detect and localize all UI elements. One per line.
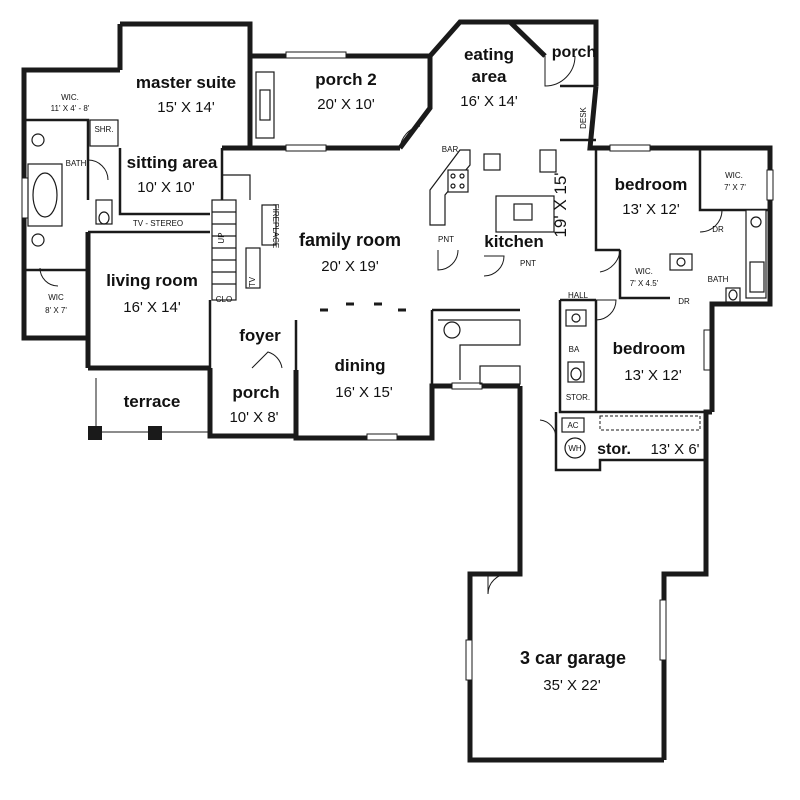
opening-markers	[320, 302, 406, 312]
door-swings	[39, 55, 723, 595]
master-suite-name: master suite	[136, 73, 236, 92]
kitchen-name: kitchen	[484, 232, 544, 251]
bedroom1-dims: 13' X 12'	[622, 201, 680, 218]
eating-area-name-2: area	[472, 67, 508, 86]
storage-dims: 13' X 6'	[650, 441, 699, 458]
living-room-name: living room	[106, 271, 198, 290]
bar-label: BAR	[442, 145, 459, 154]
ac-label: AC	[567, 421, 578, 430]
porch-top-name: porch	[552, 44, 596, 61]
garage-dims: 35' X 22'	[543, 677, 601, 694]
pantry2-label: PNT	[520, 259, 536, 268]
wic-master-dims: 11' X 4' - 8'	[51, 104, 90, 113]
garage-name: 3 car garage	[520, 648, 626, 668]
small-annotations: WIC. 11' X 4' - 8' SHR. BATH WIC 8' X 7'…	[45, 93, 746, 453]
water-heater-label: WH	[568, 444, 582, 453]
room-labels: master suite 15' X 14' porch 2 20' X 10'…	[106, 44, 699, 694]
wic-bed1-dims: 7' X 7'	[724, 183, 746, 192]
kitchen-dims: 19' X 15'	[551, 172, 570, 237]
tv-label: TV	[248, 276, 257, 287]
tv-stereo-label: TV - STEREO	[133, 219, 183, 228]
family-room-name: family room	[299, 230, 401, 250]
closet-label: CLO	[216, 295, 232, 304]
wic-lower-label: WIC	[48, 293, 64, 302]
wic-bed2-dims: 7' X 4.5'	[630, 279, 659, 288]
living-room-dims: 16' X 14'	[123, 299, 181, 316]
terrace-name: terrace	[124, 392, 181, 411]
eating-area-dims: 16' X 14'	[460, 93, 518, 110]
hall-bath-label: BA	[569, 345, 580, 354]
wic-bed2-label: WIC.	[635, 267, 653, 276]
hall-label: HALL	[568, 291, 589, 300]
storage-name: stor.	[597, 441, 631, 458]
dressing1-label: DR	[712, 225, 724, 234]
porch2-dims: 20' X 10'	[317, 96, 375, 113]
staircase	[211, 174, 251, 301]
dining-name: dining	[335, 356, 386, 375]
dressing2-label: DR	[678, 297, 690, 306]
terrace-outline	[88, 378, 210, 440]
eating-area-name-1: eating	[464, 45, 514, 64]
windows	[21, 51, 774, 681]
small-storage-label: STOR.	[566, 393, 590, 402]
foyer-name: foyer	[239, 326, 281, 345]
master-bath-label: BATH	[66, 159, 87, 168]
family-room-dims: 20' X 19'	[321, 258, 379, 275]
fixtures	[27, 71, 767, 459]
porch-front-name: porch	[232, 383, 279, 402]
bed-bath-label: BATH	[708, 275, 729, 284]
bedroom2-dims: 13' X 12'	[624, 367, 682, 384]
dining-dims: 16' X 15'	[335, 384, 393, 401]
porch-front-dims: 10' X 8'	[229, 409, 278, 426]
bedroom2-name: bedroom	[613, 339, 686, 358]
master-suite-dims: 15' X 14'	[157, 99, 215, 116]
stairs-up-label: UP	[217, 232, 226, 243]
exterior-walls	[21, 19, 773, 763]
desk-label: DESK	[579, 106, 588, 128]
pantry1-label: PNT	[438, 235, 454, 244]
wic-lower-dims: 8' X 7'	[45, 306, 67, 315]
porch2-name: porch 2	[315, 70, 376, 89]
bedroom1-name: bedroom	[615, 175, 688, 194]
fireplace-label: FIREPLACE	[271, 204, 280, 248]
wic-bed1-label: WIC.	[725, 171, 743, 180]
wic-master-label: WIC.	[61, 93, 79, 102]
sitting-area-dims: 10' X 10'	[137, 179, 195, 196]
sitting-area-name: sitting area	[127, 153, 218, 172]
shower-label: SHR.	[94, 125, 113, 134]
